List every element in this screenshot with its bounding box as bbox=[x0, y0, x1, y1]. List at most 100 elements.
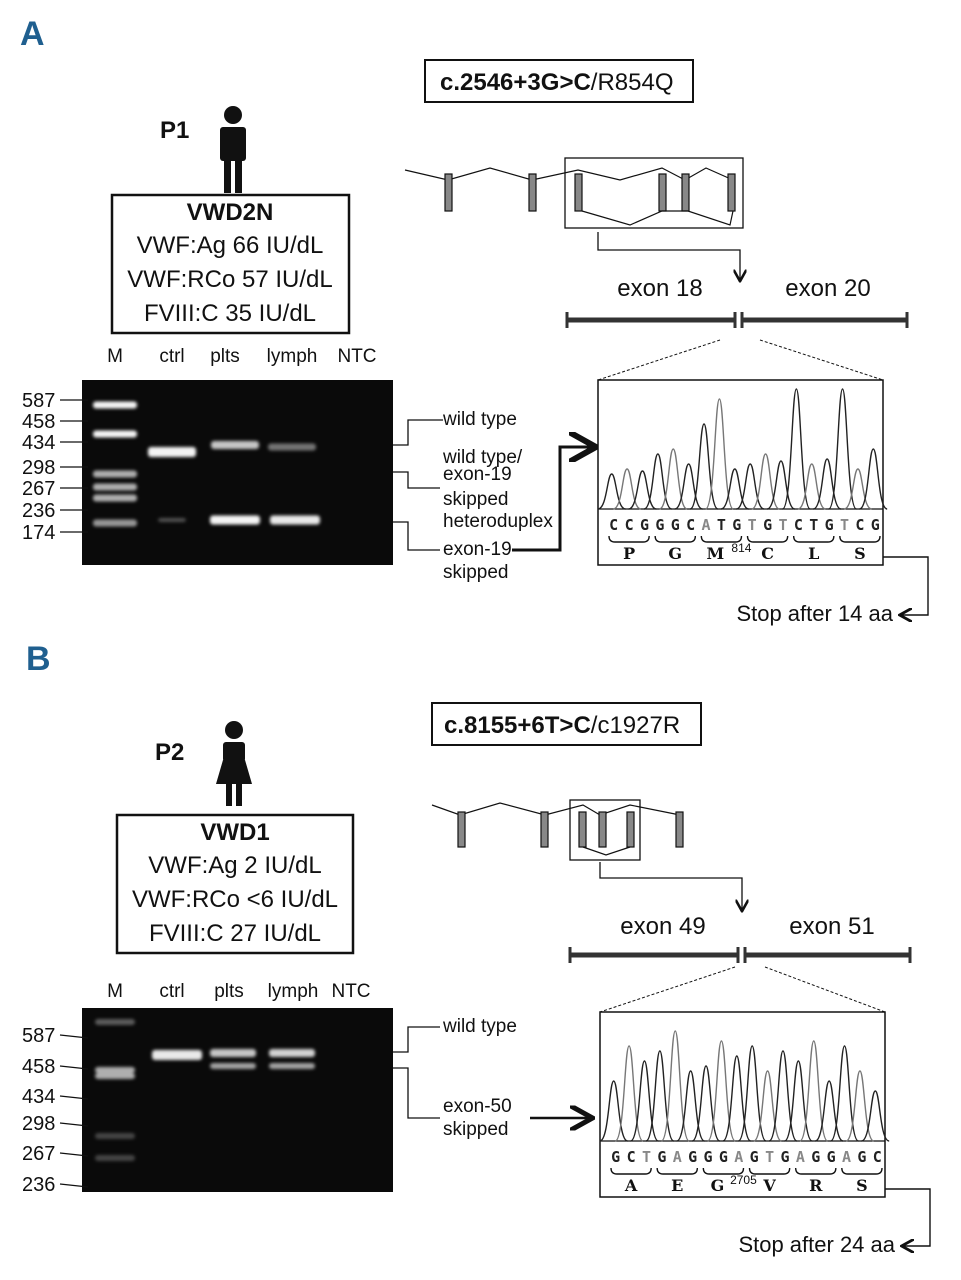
base-call: A bbox=[702, 516, 711, 534]
gel-band bbox=[210, 1049, 256, 1057]
band-label: wild type/ bbox=[442, 447, 523, 468]
lane-label: plts bbox=[214, 981, 244, 1002]
gel-band bbox=[93, 401, 137, 409]
exon-block bbox=[540, 811, 549, 848]
codon-bracket bbox=[702, 1167, 745, 1175]
exon-block bbox=[681, 173, 690, 212]
panel-a: A c.2546+3G>C/R854Q P1 VWD2N VWF:Ag 66 I… bbox=[20, 15, 929, 626]
vwf-ag: VWF:Ag 2 IU/dL bbox=[148, 852, 321, 879]
exon-block bbox=[574, 173, 583, 212]
codon-bracket bbox=[654, 535, 697, 543]
gel-band bbox=[93, 430, 137, 438]
amino-acid: V bbox=[762, 1176, 776, 1195]
amino-acid: S bbox=[856, 1176, 868, 1195]
zoom-box bbox=[569, 799, 641, 861]
size-marker-label: 267 bbox=[22, 478, 55, 500]
codon-bracket bbox=[656, 1167, 699, 1175]
size-marker-line bbox=[59, 1095, 89, 1100]
size-marker-label: 587 bbox=[22, 390, 55, 412]
exon-label: exon 18 bbox=[617, 275, 702, 302]
amino-acid: C bbox=[761, 544, 774, 563]
band-label: skipped bbox=[443, 1119, 509, 1140]
lane-label: NTC bbox=[331, 981, 370, 1002]
base-call: T bbox=[642, 1148, 651, 1166]
zoom-dash bbox=[599, 966, 736, 1013]
chromatogram-peak bbox=[799, 1040, 829, 1142]
codon-bracket bbox=[608, 535, 650, 543]
amino-acid: G bbox=[668, 544, 682, 563]
codon-bracket bbox=[700, 535, 743, 543]
band-label: wild type bbox=[442, 409, 517, 430]
gel-band bbox=[93, 470, 137, 478]
vwf-rco: VWF:RCo 57 IU/dL bbox=[127, 266, 332, 293]
band-label: exon-19 bbox=[443, 539, 512, 560]
base-call: C bbox=[686, 516, 695, 534]
exon-block bbox=[578, 811, 587, 848]
chromatogram-peak bbox=[861, 1090, 890, 1142]
codon-bracket bbox=[792, 535, 835, 543]
lane-label: M bbox=[107, 981, 123, 1002]
amino-acid: P bbox=[623, 544, 635, 563]
chromatogram-peak bbox=[674, 463, 703, 510]
zoom-arrow bbox=[597, 232, 740, 280]
base-call: A bbox=[796, 1148, 805, 1166]
chromatogram-peak bbox=[859, 448, 888, 510]
lane-label: lymph bbox=[268, 981, 319, 1002]
base-call: C bbox=[627, 1148, 636, 1166]
male-person-icon bbox=[220, 106, 246, 193]
band-label: exon-19 bbox=[443, 464, 512, 485]
mutation-box bbox=[431, 702, 702, 746]
lane-label: ctrl bbox=[159, 981, 184, 1002]
base-call: G bbox=[811, 1148, 820, 1166]
band-bracket bbox=[393, 521, 440, 551]
size-marker-label: 434 bbox=[22, 1086, 55, 1108]
codon-bracket bbox=[794, 1167, 837, 1175]
exon-block bbox=[528, 173, 537, 212]
intron-line bbox=[431, 802, 681, 816]
base-call: G bbox=[671, 516, 680, 534]
diagnosis: VWD2N bbox=[187, 199, 274, 226]
chromatogram-peak bbox=[812, 458, 842, 510]
gel-band bbox=[269, 1049, 315, 1057]
lane-label: lymph bbox=[267, 346, 318, 367]
band-label: exon-50 bbox=[443, 1096, 512, 1117]
base-call: C bbox=[855, 516, 864, 534]
exon-block bbox=[444, 173, 453, 212]
exon-label: exon 49 bbox=[620, 913, 705, 940]
codon-bracket bbox=[746, 535, 789, 543]
chromatogram-peak bbox=[830, 1045, 860, 1142]
gel-band bbox=[210, 515, 260, 525]
chromatogram-peak bbox=[843, 468, 873, 510]
stop-label: Stop after 14 aa bbox=[736, 601, 893, 626]
chromatogram-peak bbox=[599, 1080, 628, 1142]
zoom-arrow bbox=[599, 862, 742, 910]
stop-label: Stop after 24 aa bbox=[738, 1232, 895, 1257]
female-person-icon bbox=[216, 721, 252, 806]
base-call: C bbox=[794, 516, 803, 534]
exon-block bbox=[457, 811, 466, 848]
size-marker-label: 434 bbox=[22, 432, 55, 454]
gel-band bbox=[270, 515, 320, 525]
base-call: C bbox=[873, 1148, 882, 1166]
amino-acid: G bbox=[711, 1176, 725, 1195]
zoom-box bbox=[564, 157, 744, 229]
patient-label: P2 bbox=[155, 739, 184, 766]
intron-line bbox=[404, 167, 734, 181]
band-bracket bbox=[393, 419, 443, 446]
gel-band bbox=[95, 1067, 135, 1073]
amino-acid-position: 2705 bbox=[730, 1173, 757, 1187]
exon-block bbox=[626, 811, 635, 848]
gel-band bbox=[95, 1073, 135, 1079]
gel-image bbox=[82, 1008, 393, 1192]
base-call: C bbox=[625, 516, 634, 534]
amino-acid: L bbox=[808, 544, 819, 563]
zoom-dash bbox=[597, 339, 721, 381]
chromatogram-peak bbox=[845, 1070, 875, 1142]
panel-label: B bbox=[26, 640, 51, 678]
size-marker-label: 174 bbox=[22, 522, 55, 544]
size-marker-line bbox=[59, 1034, 89, 1039]
mutation-label: c.8155+6T>C/c1927R bbox=[444, 712, 680, 739]
size-marker-line bbox=[59, 1152, 89, 1157]
chromatogram-peak bbox=[766, 460, 796, 510]
